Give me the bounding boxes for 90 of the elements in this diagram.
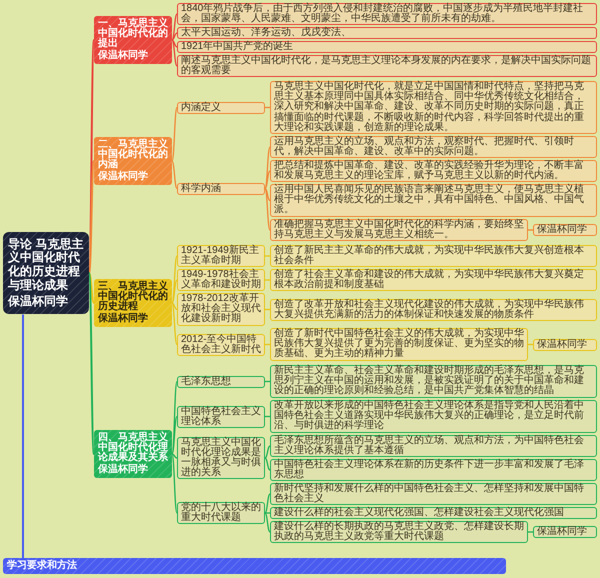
connector-line: [88, 272, 95, 304]
main-topic-box: [3, 558, 506, 574]
subtopic-box: [533, 224, 597, 236]
connector-line: [264, 446, 270, 458]
topic-text: 毛泽东思想: [181, 376, 232, 387]
subtopic-box: [177, 27, 597, 40]
topic-text: 改革开放以来形成的中国特色社会主义理论体系是指导党和人民沿着中国特色社会主义道路实现中华民族伟大复兴的正确理论，是立足时代前沿、与时俱进的科学理论: [274, 401, 585, 432]
connector-line: [171, 381, 178, 454]
connector-line: [264, 170, 270, 189]
topic-text: 四、马克思主义中国化时代化理论成果及其关系: [98, 432, 168, 464]
subtopic-box: [177, 502, 265, 524]
topic-text: 二、马克思主义中国化时代化的内涵: [98, 140, 168, 170]
author-text: 保温杯同学: [98, 314, 149, 324]
connector-line: [264, 494, 270, 514]
topic-text: 一、马克思主义中国化时代化的提出: [98, 18, 168, 50]
topic-text: 太平天国运动、洋务运动、戊戌变法、: [181, 28, 352, 38]
connector-line: [171, 256, 178, 304]
topic-text: 运用中国人民喜闻乐见的民族语言来阐述马克思主义，使马克思主义植根于中华优秀传统文化的土壤之中，具有中国特色、中国风格、中国气派。: [274, 185, 585, 216]
connector-line: [264, 188, 271, 230]
connector-line: [88, 160, 95, 274]
topic-text: 把总结和提炼中国革命、建设、改革的实践经验升华为理论，不断丰富和发展马克思主义的理论宝库，赋予马克思主义以新的时代内涵。: [274, 161, 585, 182]
topic-text: 新民主主义革命、社会主义革命和建设时期形成的毛泽东思想，是马克思列宁主义在中国的运用和发展，是被实践证明了的关于中国革命和建设的正确的理论原则和经验总结，是中国共产党集体智慧的结晶: [274, 366, 585, 397]
subtopic-box: [533, 526, 597, 538]
topic-text: 建设什么样的社会主义现代化强国、怎样建设社会主义现代化强国: [274, 508, 565, 518]
topic-text: 创造了社会主义革命和建设的伟大成就，为实现中华民族伟大复兴奠定根本政治前提和制度基础: [274, 270, 585, 290]
topic-text: 毛泽东思想所蕴含的马克思主义的立场、观点和方法，为中国特色社会主义理论体系提供了基本遵循: [274, 436, 585, 456]
connector-line: [171, 302, 178, 345]
topic-text: 2012-至今中国特色社会主义新时代: [181, 334, 261, 355]
connector-line: [171, 416, 178, 454]
topic-text: 保温杯同学: [537, 340, 588, 350]
topic-text: 马克思主义中国化时代化，就是立足中国国情和时代特点，坚持把马克思主义基本原理同中国具体实际相结合、同中华优秀传统文化相结合，深入研究和解决中国革命、建设、改革不同历史时期的实际问题，真正搞懂面临的时代课题，不断吸收新的时代内容，科学回答时代提出的重大理论和实践课题，创造新的理论成果。: [274, 82, 585, 133]
topic-text: 新时代坚持和发展什么样的中国特色社会主义、怎样坚持和发展中国特色社会主义: [274, 484, 585, 504]
topic-text: 马克思主义中国化时代化理论成果是一脉相承又与时俱进的关系: [181, 438, 261, 478]
subtopic-box: [177, 182, 265, 195]
topic-text: 内涵定义: [181, 102, 222, 113]
connector-line: [171, 107, 178, 162]
topic-text: 学习要求和方法: [7, 561, 78, 572]
topic-text: 科学内涵: [181, 184, 222, 194]
subtopic-box: [177, 269, 265, 292]
main-topic-box: [94, 430, 172, 478]
subtopic-box: [177, 102, 265, 114]
topic-text: 保温杯同学: [537, 527, 588, 538]
topic-text: 1921年中国共产党的诞生: [181, 42, 294, 52]
connector-line: [22, 314, 24, 558]
subtopic-box: [270, 136, 597, 158]
connector-line: [171, 280, 178, 304]
topic-text: 党的十八大以来的重大时代课题: [181, 503, 261, 524]
topic-text: 运用马克思主义的立场、观点和方法，观察时代、把握时代、引领时代，解决中国革命、建设、改革中的实际问题。: [274, 137, 575, 158]
author-text: 保温杯同学: [98, 172, 149, 182]
connector-line: [171, 160, 178, 189]
connector-line: [172, 32, 178, 41]
subtopic-box: [177, 245, 265, 268]
topic-text: 1978-2012改革开放和社会主义现代化建设新时期: [181, 294, 261, 325]
subtopic-box: [177, 406, 265, 428]
connector-line: [264, 458, 270, 470]
subtopic-box: [533, 338, 597, 351]
topic-text: 1949-1978社会主义革命和建设时期: [181, 270, 261, 290]
topic-text: 阐述马克思主义中国化时代化，是马克思主义理论本身发展的内在要求，是解决中国实际问题的客观需要: [181, 56, 592, 76]
author-text: 保温杯同学: [98, 51, 149, 62]
connector-line: [264, 512, 270, 532]
connector-line: [172, 453, 178, 459]
topic-text: 中国特色社会主义理论体系在新的历史条件下进一步丰富和发展了毛泽东思想: [274, 460, 585, 480]
author-text: 保温杯同学: [8, 294, 69, 308]
author-text: 保温杯同学: [98, 465, 149, 476]
central-topic: [3, 232, 89, 314]
main-topic-box: [94, 136, 172, 186]
connector-line: [171, 454, 178, 514]
topic-text: 准确把握马克思主义中国化时代化的科学内涵，要始终坚持马克思主义与发展马克思主义相统一。: [274, 220, 524, 240]
topic-text: 创造了改革开放和社会主义现代化建设的伟大成就，为实现中华民族伟大复兴提供充满新的活力的体制保证和快速发展的物质条件: [274, 300, 585, 320]
main-topic-box: [94, 278, 172, 328]
topic-text: 保温杯同学: [537, 225, 588, 236]
topic-text: 1921-1949新民主主义革命时期: [181, 246, 260, 266]
subtopic-box: [177, 41, 597, 54]
topic-text: 1840年鸦片战争后，由于西方列强入侵和封建统治的腐败，中国逐步成为半殖民地半封建社会，国家蒙辱、人民蒙难、文明蒙尘，中华民族遭受了前所未有的劫难。: [181, 4, 584, 24]
connector-line: [264, 188, 270, 201]
subtopic-box: [177, 376, 265, 388]
subtopic-box: [270, 507, 597, 520]
subtopic-box: [177, 334, 265, 356]
topic-text: 创造了新民主主义革命的伟大成就，为实现中华民族伟大复兴创造根本社会条件: [274, 246, 585, 266]
topic-text: 导论 马克思主义中国化时代化的历史进程与理论成果: [8, 238, 84, 293]
connector-line: [172, 39, 178, 48]
topic-text: 中国特色社会主义理论体系: [181, 406, 261, 427]
topic-text: 建设什么样的长期执政的马克思主义政党、怎样建设长期执政的马克思主义政党等重大时代课题: [274, 522, 524, 542]
connector-line: [171, 14, 178, 40]
topic-text: 创造了新时代中国特色社会主义的伟大成就，为实现中华民族伟大复兴提供了更为完善的制度保证、更为坚实的物质基础、更为主动的精神力量: [274, 329, 524, 360]
connector-line: [264, 146, 271, 189]
connector-line: [171, 40, 178, 66]
main-topic-box: [94, 16, 172, 64]
connector-line: [88, 272, 95, 454]
topic-text: 三、马克思主义中国化时代化的历史进程: [98, 282, 168, 312]
